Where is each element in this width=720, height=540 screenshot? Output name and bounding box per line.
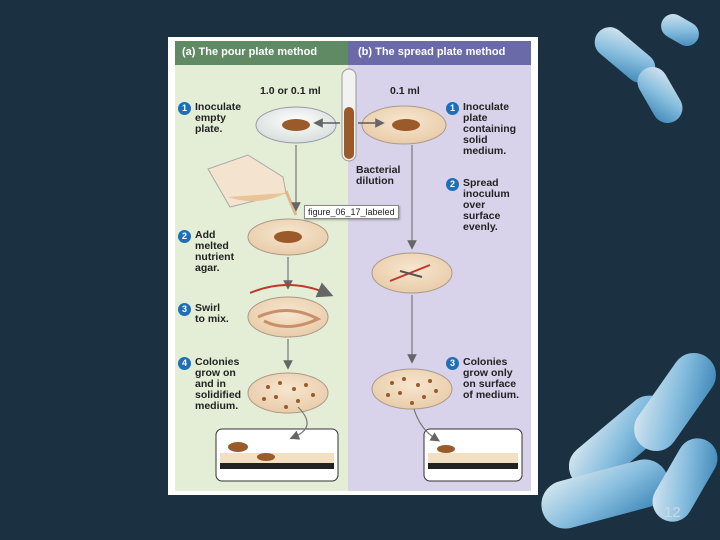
- test-tube: [341, 68, 357, 162]
- inoculum-1: [282, 119, 310, 131]
- figure-tooltip: figure_06_17_labeled: [304, 205, 399, 219]
- spread-step-1-text: Inoculate plate containing solid medium.: [463, 101, 517, 157]
- figure-drawing: [175, 41, 531, 491]
- spread-step-2-text: Spread inoculum over surface evenly.: [463, 177, 510, 233]
- pour-step-2-text: Add melted nutrient agar.: [195, 229, 235, 274]
- pour-step-4-text: Colonies grow on and in solidified mediu…: [195, 356, 242, 412]
- pour-step-2-number: 2: [178, 230, 191, 243]
- pour-step-3-text: Swirl to mix.: [195, 302, 229, 325]
- flask: [207, 154, 287, 208]
- spread-step-1-number: 1: [446, 102, 459, 115]
- spread-plate-3: [371, 368, 453, 410]
- inoculum-2: [392, 119, 420, 131]
- pour-step-4-number: 4: [178, 357, 191, 370]
- volume-left-label: 1.0 or 0.1 ml: [260, 85, 321, 97]
- spread-header-bar: [348, 41, 531, 65]
- volume-right-label: 0.1 ml: [390, 85, 420, 97]
- bacterial-dilution-label: Bacterial dilution: [356, 164, 401, 187]
- pour-step-1-text: Inoculate empty plate.: [195, 101, 242, 135]
- pour-step-1-number: 1: [178, 102, 191, 115]
- pour-plate-3: [247, 296, 329, 338]
- slide-number: 12: [664, 504, 681, 521]
- spread-step-3-number: 3: [446, 357, 459, 370]
- spread-method-header: (b) The spread plate method: [358, 46, 506, 58]
- spread-step-2-number: 2: [446, 178, 459, 191]
- pour-step-3-number: 3: [178, 303, 191, 316]
- pour-method-header: (a) The pour plate method: [182, 46, 318, 58]
- spread-step-3-text: Colonies grow only on surface of medium.: [463, 356, 520, 401]
- plate-method-figure: (a) The pour plate method (b) The spread…: [168, 37, 538, 495]
- pour-header-bar: [175, 41, 348, 65]
- pour-plate-4: [247, 372, 329, 414]
